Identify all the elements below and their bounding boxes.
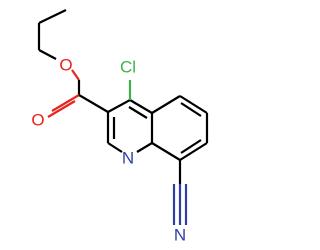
bond-c7-c8-inner [180, 139, 202, 154]
bond-n-c8a [136, 142, 153, 153]
bond-c-o-double-1 [51, 94, 80, 112]
bond-c4-c3 [107, 99, 131, 113]
bond-c4a-c4 [129, 99, 153, 114]
molecule-diagram: O O Cl N N [31, 9, 209, 245]
atom-ether-oxygen: O [59, 56, 72, 75]
bond-c2-n [107, 142, 123, 153]
atom-nitrile-nitrogen: N [174, 226, 186, 245]
bond-ethyl-ch3 [38, 9, 67, 24]
bond-c5-c6-inner [180, 102, 202, 117]
bond-c5-c6 [179, 95, 208, 114]
bond-o-carbonyl-c [71, 69, 80, 81]
bond-c4a-c5 [151, 95, 181, 114]
bond-c7-c8 [179, 142, 208, 161]
atom-carbonyl-oxygen: O [31, 111, 44, 130]
atom-chlorine: Cl [120, 58, 136, 77]
atom-ring-nitrogen: N [122, 149, 134, 168]
structure-canvas: O O Cl N N [31, 9, 209, 245]
bond-ester-ring [78, 94, 109, 113]
bond-ch2-o [38, 49, 57, 60]
bond-c8-c8a [151, 142, 181, 161]
bond-c4a-c4-inner [128, 106, 148, 119]
bond-c-o-double-2 [47, 100, 76, 118]
